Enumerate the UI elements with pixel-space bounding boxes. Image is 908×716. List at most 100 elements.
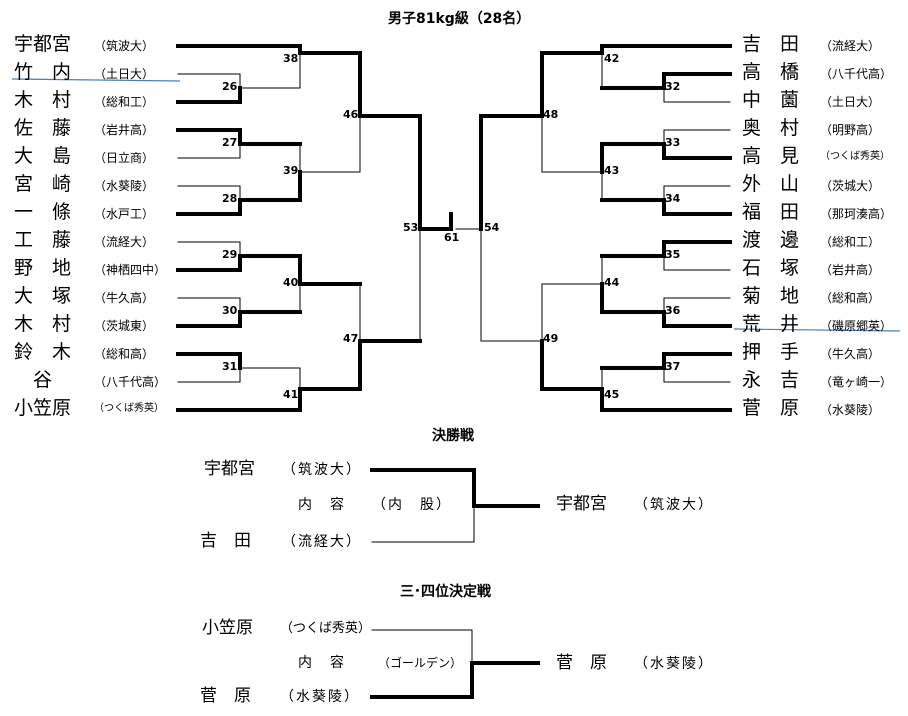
match-number: 61 — [444, 231, 460, 244]
left-entrant-name: 野 地 — [14, 257, 72, 279]
right-entrant-school: （茨城大） — [820, 179, 881, 193]
match-number: 30 — [222, 304, 238, 317]
match-number: 53 — [403, 221, 419, 234]
right-entrant-school: （竜ヶ崎一） — [820, 375, 893, 389]
third-detail-label: 内 容 — [298, 655, 346, 671]
final-title: 決勝戦 — [432, 428, 474, 444]
right-entrant-name: 吉 田 — [742, 33, 800, 55]
match-number: 48 — [543, 108, 559, 121]
match-number: 40 — [283, 276, 299, 289]
left-entrant-name: 小笠原 — [14, 397, 72, 419]
third-bottom-school: （水葵陵） — [280, 689, 360, 705]
left-entrant-name: 竹 内 — [14, 61, 72, 83]
match-number: 35 — [665, 248, 681, 261]
match-number: 49 — [543, 332, 559, 345]
final-winner-school: （筑波大） — [634, 497, 714, 513]
strike-through-line — [733, 328, 901, 332]
left-entrant-school: （筑波大） — [94, 39, 155, 53]
third-top-school: （つくば秀英） — [280, 621, 372, 636]
right-entrant-school: （那珂湊高） — [820, 207, 893, 221]
right-entrant-school: （総和工） — [820, 235, 881, 249]
final-detail-label: 内 容 — [298, 497, 346, 513]
match-number: 26 — [222, 80, 238, 93]
match-number: 31 — [222, 360, 238, 373]
final-bottom-name: 吉 田 — [200, 531, 251, 551]
match-number: 38 — [283, 52, 299, 65]
match-number: 41 — [283, 388, 299, 401]
left-entrant-school: （日立商） — [94, 151, 155, 165]
right-entrant-school: （岩井高） — [820, 263, 881, 277]
third-winner-name: 菅 原 — [556, 653, 607, 673]
right-entrant-name: 渡 邊 — [742, 229, 800, 251]
left-entrant-school: （茨城東） — [94, 319, 155, 333]
left-entrant-school: （土日大） — [94, 67, 155, 81]
left-entrant-school: （牛久高） — [94, 291, 155, 305]
right-entrant-school: （土日大） — [820, 95, 881, 109]
match-number: 28 — [222, 192, 238, 205]
right-entrant-school: （牛久高） — [820, 347, 881, 361]
third-winner-school: （水葵陵） — [634, 656, 714, 672]
left-entrant-name: 一 條 — [14, 201, 72, 223]
right-entrant-name: 高 見 — [742, 145, 800, 167]
match-number: 42 — [604, 52, 620, 65]
final-winner-name: 宇都宮 — [556, 494, 607, 514]
match-number: 34 — [665, 192, 681, 205]
match-number: 36 — [665, 304, 681, 317]
third-detail-value: （ゴールデン） — [378, 656, 463, 670]
left-entrant-school: （流経大） — [94, 235, 155, 249]
final-detail-value: （内 股） — [372, 497, 452, 513]
left-entrant-school: （神栖四中） — [94, 263, 167, 277]
match-number: 46 — [343, 108, 359, 121]
final-bottom-school: （流経大） — [282, 534, 362, 550]
left-entrant-school: （つくば秀英） — [94, 403, 164, 414]
match-number: 43 — [604, 164, 620, 177]
right-entrant-school: （八千代高） — [820, 67, 893, 81]
match-number: 29 — [222, 248, 238, 261]
right-entrant-name: 奥 村 — [742, 117, 800, 139]
match-number: 54 — [484, 221, 500, 234]
third-top-name: 小笠原 — [202, 618, 253, 638]
right-entrant-name: 押 手 — [742, 341, 800, 363]
right-entrant-school: （流経大） — [820, 39, 881, 53]
right-entrant-school: （つくば秀英） — [820, 151, 890, 162]
match-number: 45 — [604, 388, 620, 401]
match-number: 27 — [222, 136, 238, 149]
strike-through-line — [11, 78, 181, 82]
left-entrant-name: 鈴 木 — [14, 341, 72, 363]
match-number: 39 — [283, 164, 299, 177]
right-entrant-school: （水葵陵） — [820, 403, 881, 417]
match-number: 32 — [665, 80, 681, 93]
left-entrant-name: 大 塚 — [14, 285, 72, 307]
left-entrant-school: （水葵陵） — [94, 179, 155, 193]
right-entrant-name: 高 橋 — [742, 61, 800, 83]
right-entrant-name: 中 薗 — [742, 89, 800, 111]
left-entrant-name: 木 村 — [14, 89, 72, 111]
right-entrant-school: （総和高） — [820, 291, 881, 305]
left-entrant-school: （八千代高） — [94, 375, 167, 389]
third-bottom-name: 菅 原 — [200, 686, 251, 706]
match-number: 47 — [343, 332, 359, 345]
final-top-name: 宇都宮 — [204, 459, 255, 479]
right-entrant-name: 福 田 — [742, 201, 800, 223]
right-entrant-name: 菅 原 — [742, 397, 800, 419]
right-entrant-school: （磯原郷英） — [820, 319, 893, 333]
match-number: 37 — [665, 360, 681, 373]
match-number: 44 — [604, 276, 620, 289]
third-title: 三･四位決定戦 — [400, 584, 491, 600]
right-entrant-name: 永 吉 — [742, 369, 800, 391]
right-entrant-name: 荒 井 — [742, 313, 800, 335]
bracket-title: 男子81kg級（28名） — [388, 11, 531, 27]
left-entrant-school: （岩井高） — [94, 123, 155, 137]
right-entrant-school: （明野高） — [820, 123, 881, 137]
final-top-school: （筑波大） — [282, 462, 362, 478]
left-entrant-school: （水戸工） — [94, 207, 155, 221]
left-entrant-name: 木 村 — [14, 313, 72, 335]
match-number: 33 — [665, 136, 681, 149]
right-entrant-name: 外 山 — [742, 173, 800, 195]
right-entrant-name: 石 塚 — [742, 257, 800, 279]
right-entrant-name: 菊 地 — [742, 285, 800, 307]
left-entrant-name: 宇都宮 — [14, 33, 72, 55]
left-entrant-name: 谷 — [14, 369, 53, 391]
left-entrant-name: 佐 藤 — [14, 117, 72, 139]
